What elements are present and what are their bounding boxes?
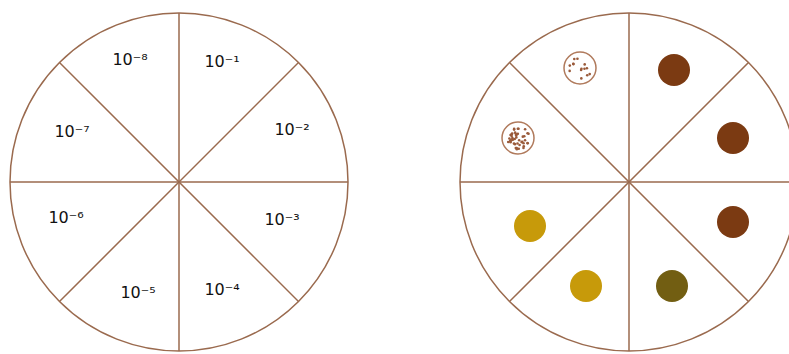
growth-spot: [658, 54, 690, 86]
dilution-label: 10⁻⁷: [54, 123, 89, 141]
dilution-label: 10⁻³: [264, 211, 299, 229]
colony-dot: [514, 131, 517, 134]
colony-dot: [517, 127, 520, 130]
colony-dot: [523, 135, 526, 138]
colony-dot: [524, 139, 527, 142]
colony-dot: [513, 142, 516, 145]
colony-dot: [526, 132, 529, 135]
colony-spot-outline: [502, 122, 534, 154]
colony-dot: [586, 67, 589, 70]
colony-dot: [588, 73, 591, 76]
colony-dot: [518, 139, 521, 142]
sector-divider: [509, 62, 748, 301]
growth-spot: [656, 270, 688, 302]
colony-dot: [576, 57, 579, 60]
colony-dot: [524, 128, 527, 131]
growth-spot: [717, 206, 749, 238]
colony-dot: [513, 128, 516, 131]
colony-dot: [517, 133, 520, 136]
sector-divider: [460, 181, 789, 183]
colony-dot: [514, 143, 517, 146]
dilution-label: 10⁻¹: [204, 53, 239, 71]
colony-dot: [520, 141, 523, 144]
growth-spot: [514, 210, 546, 242]
dilution-label: 10⁻²: [274, 121, 309, 139]
sector-divider: [59, 62, 298, 301]
colony-dot: [509, 139, 512, 142]
colony-dot: [569, 64, 572, 67]
dilution-label: 10⁻⁸: [112, 51, 147, 69]
colony-dot: [572, 63, 575, 66]
dilution-label: 10⁻⁶: [48, 209, 83, 227]
colony-dot: [568, 70, 571, 73]
colony-dot: [510, 135, 513, 138]
colony-dot: [513, 128, 516, 131]
colony-dot: [526, 142, 529, 145]
result-plate: [460, 13, 789, 351]
colony-spot-outline: [564, 52, 596, 84]
colony-dot: [573, 58, 576, 61]
dilution-label: 10⁻⁵: [120, 284, 155, 302]
colony-dot: [515, 136, 518, 139]
growth-spot: [570, 270, 602, 302]
colony-dot: [580, 77, 583, 80]
dilution-label: 10⁻⁴: [204, 281, 239, 299]
plate-outline: [460, 13, 789, 351]
colony-dot: [522, 145, 525, 148]
colony-dot: [507, 141, 510, 144]
colony-dot: [583, 67, 586, 70]
colony-dot: [572, 63, 575, 66]
colony-dot: [509, 140, 512, 143]
colony-dot: [526, 142, 529, 145]
dilution-plate: [10, 13, 348, 351]
sparse-colonies: [564, 52, 596, 84]
plate-outline: [10, 13, 348, 351]
colony-dot: [583, 63, 586, 66]
colony-dot: [527, 132, 530, 135]
colony-dot: [517, 127, 520, 130]
colony-dot: [511, 132, 514, 135]
dense-colonies: [502, 122, 534, 154]
colony-dot: [580, 68, 583, 71]
colony-dot: [516, 148, 519, 151]
colony-dot: [518, 144, 521, 147]
growth-spot: [717, 122, 749, 154]
colony-dot: [586, 74, 589, 77]
